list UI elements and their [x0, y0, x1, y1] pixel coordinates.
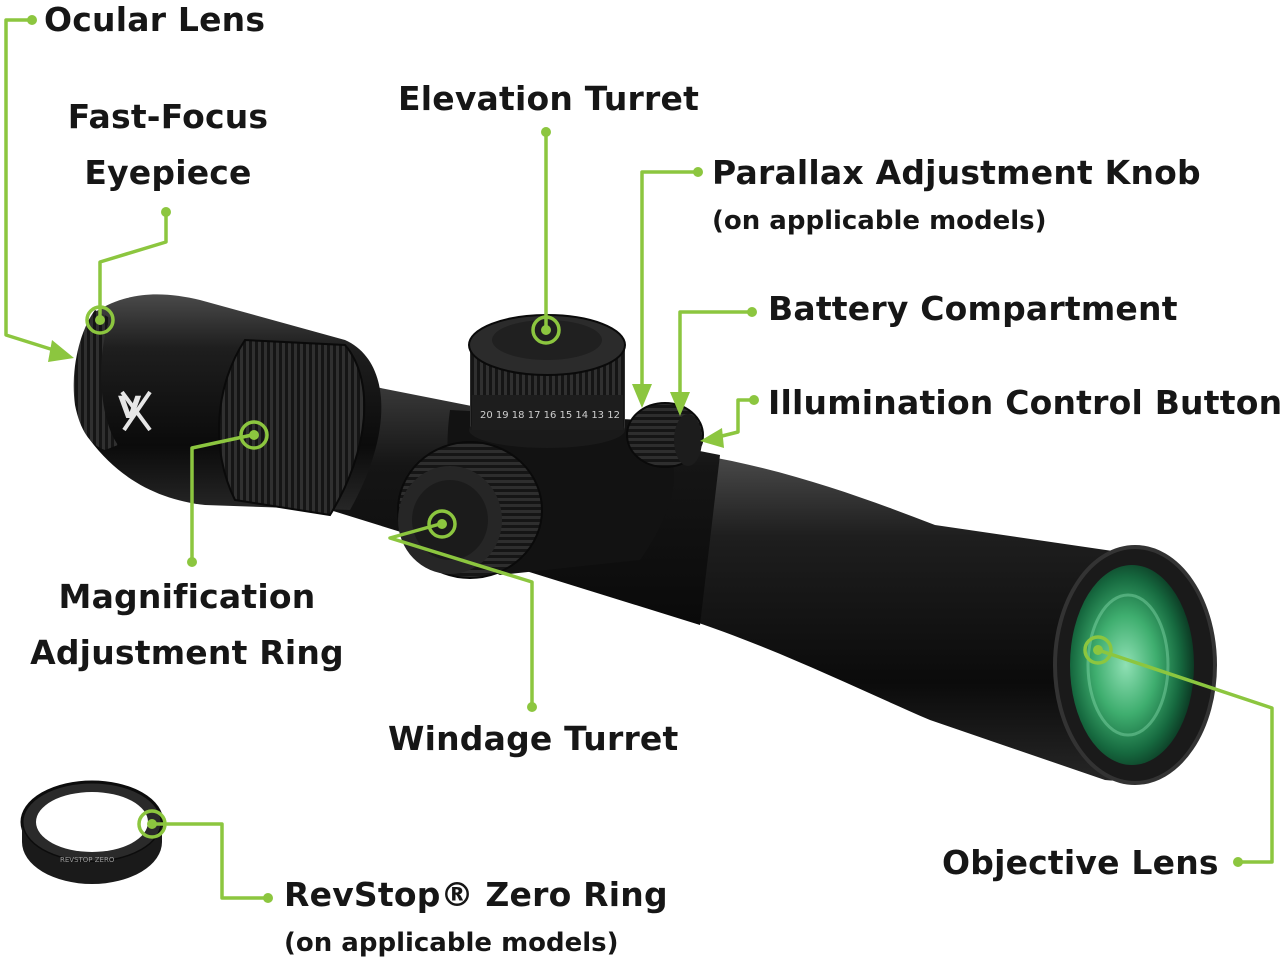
objective-target — [1083, 635, 1113, 665]
objective-lens-label: Objective Lens — [942, 843, 1219, 882]
parallax-note: (on applicable models) — [712, 206, 1047, 236]
magnification-dot — [187, 557, 197, 567]
battery-compartment-label: Battery Compartment — [768, 289, 1178, 328]
fast-focus-label-line2: Eyepiece — [84, 153, 252, 192]
ocular-lens-label: Ocular Lens — [44, 0, 266, 39]
elevation-target-center — [541, 325, 551, 335]
windage-target — [427, 509, 457, 539]
battery-arrowhead — [670, 392, 690, 416]
objective-glass-inner — [1086, 593, 1170, 737]
ocular-lens-dot — [27, 15, 37, 25]
revstop-ring-label: RevStop® Zero Ring — [284, 875, 668, 914]
scope-body: V 20 19 18 17 16 15 14 13 12 — [73, 294, 1217, 785]
elevation-target — [531, 315, 561, 345]
magnification-target — [239, 420, 269, 450]
windage-turret-graphic[interactable] — [397, 441, 543, 579]
magnification-target-center — [249, 430, 259, 440]
elevation-turret-label: Elevation Turret — [398, 79, 700, 118]
turret-scale: 20 19 18 17 16 15 14 13 12 — [480, 410, 620, 421]
fast-focus-target-center — [95, 315, 105, 325]
fast-focus-dot-top — [161, 207, 171, 217]
revstop-target — [137, 809, 167, 839]
parallax-knob-graphic[interactable] — [626, 402, 704, 468]
magnification-ring[interactable] — [217, 338, 366, 517]
magnification-leader — [190, 433, 253, 560]
revstop-note: (on applicable models) — [284, 928, 619, 958]
objective-dot — [1233, 857, 1243, 867]
ocular-lens-leader — [4, 18, 61, 354]
windage-turret-label: Windage Turret — [388, 719, 679, 758]
windage-dot — [527, 702, 537, 712]
logo-mark-stroke — [120, 390, 152, 432]
magnification-label-line2: Adjustment Ring — [30, 633, 344, 672]
battery-leader — [678, 310, 752, 398]
ring-engraving: REVSTOP ZERO — [60, 856, 115, 864]
battery-dot — [747, 307, 757, 317]
objective-target-center — [1093, 645, 1103, 655]
objective-glass — [1070, 565, 1194, 765]
fast-focus-label-line1: Fast-Focus — [67, 97, 269, 136]
ocular-end — [73, 310, 118, 450]
parallax-arrowhead — [632, 384, 652, 408]
revstop-ring-graphic: REVSTOP ZERO — [20, 780, 164, 884]
parallax-dot — [693, 167, 703, 177]
parallax-knob-label: Parallax Adjustment Knob — [712, 153, 1201, 192]
illumination-dot — [749, 395, 759, 405]
revstop-leader — [152, 822, 268, 900]
illumination-arrowhead — [700, 428, 724, 448]
fast-focus-leader — [98, 212, 168, 318]
ocular-arrowhead — [48, 340, 74, 362]
windage-target-center — [437, 519, 447, 529]
objective-leader — [1097, 648, 1274, 864]
revstop-dot — [263, 893, 273, 903]
elevation-dot-top — [541, 127, 551, 137]
magnification-label-line1: Magnification — [58, 577, 316, 616]
fast-focus-target — [85, 305, 115, 335]
windage-leader — [388, 522, 534, 705]
revstop-target-center — [147, 819, 157, 829]
elevation-turret-graphic[interactable]: 20 19 18 17 16 15 14 13 12 — [468, 314, 626, 448]
parallax-leader — [640, 170, 698, 390]
illumination-leader — [713, 398, 754, 440]
illumination-button-label: Illumination Control Button — [768, 383, 1280, 422]
